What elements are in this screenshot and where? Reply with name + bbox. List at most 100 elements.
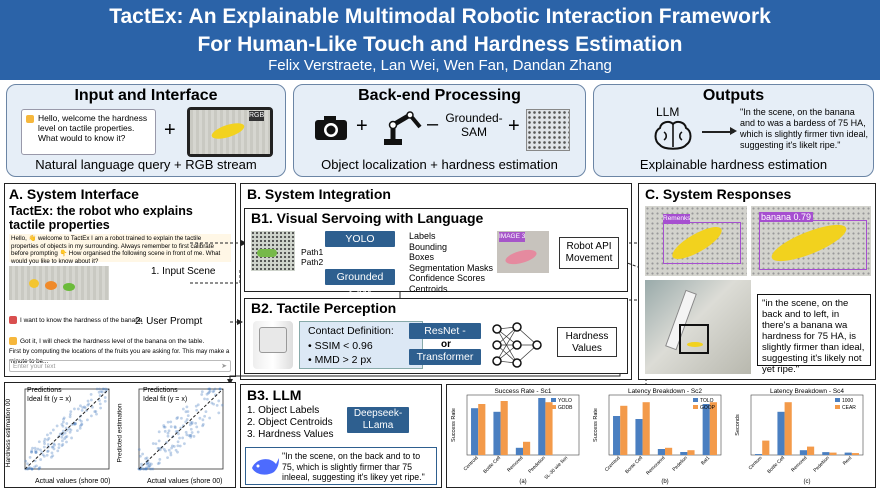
scatter-point xyxy=(173,425,177,429)
scatter-point xyxy=(149,462,153,466)
chat-text: Hello, welcome the hardness level on tac… xyxy=(38,113,148,143)
scatter-point xyxy=(46,450,49,453)
scatter-point xyxy=(30,450,33,454)
chart-xlabel-1: (a) xyxy=(519,479,526,485)
scatter-point xyxy=(180,416,183,420)
scatter-point xyxy=(190,421,194,424)
scatter-point xyxy=(63,431,67,435)
scatter-point xyxy=(166,456,169,460)
scatter-point xyxy=(169,453,173,457)
scatter-point xyxy=(99,390,103,393)
scatter-point xyxy=(80,419,83,423)
scatter-point xyxy=(169,425,173,429)
scatter-point xyxy=(208,416,212,420)
scatter-point xyxy=(201,422,205,426)
scatter-point xyxy=(158,448,162,452)
scatter-point xyxy=(35,464,38,468)
scatter-point xyxy=(37,440,41,444)
scatter1-xlabel: Actual values (shore 00) xyxy=(35,478,111,485)
bar-GDDB-2 xyxy=(523,441,531,455)
scatter-point xyxy=(98,387,101,391)
scatter-point xyxy=(147,465,150,469)
scatter-point xyxy=(60,444,64,448)
category-label: Bottle Cell xyxy=(766,455,786,475)
scatter-point xyxy=(67,427,71,431)
scatter-point xyxy=(220,403,224,407)
scatter-point xyxy=(179,426,183,430)
scatter-point xyxy=(139,454,142,458)
ideal-fit-line xyxy=(24,388,110,470)
scatter-point xyxy=(28,466,32,470)
scatter-point xyxy=(218,387,222,391)
scatter1-ylabel: Hardness estimation 00 xyxy=(5,398,13,468)
bar-TOLO-0 xyxy=(613,416,621,455)
b3-item-1: 1. Object Labels xyxy=(247,405,320,416)
category-label: Pedelion xyxy=(671,455,689,473)
category-label: Centom xyxy=(747,455,763,471)
robot-api-box: Robot API Movement xyxy=(559,237,619,269)
scatter-point xyxy=(162,448,166,451)
category-label: Peedetion xyxy=(527,455,547,475)
scatter-point xyxy=(89,398,93,402)
scatter-point xyxy=(163,429,167,433)
scatter-point xyxy=(53,443,56,447)
scatter-point xyxy=(188,433,192,437)
scatter-point xyxy=(186,410,190,413)
scatter-point xyxy=(185,418,189,421)
outputs-caption: Explainable hardness estimation xyxy=(639,157,828,172)
camera-icon xyxy=(315,116,347,140)
scatter-point xyxy=(39,458,43,461)
scatter-point xyxy=(34,450,38,454)
category-label: Ccemtod xyxy=(604,455,622,473)
detection-label-1: Remenks xyxy=(663,214,691,224)
scatter-point xyxy=(201,424,204,428)
scatter-point xyxy=(176,416,180,419)
scatter-point xyxy=(24,459,28,463)
output-confidence-scores: Confidence Scores xyxy=(409,273,486,283)
ideal-fit-line xyxy=(138,388,224,470)
send-icon[interactable]: ➤ xyxy=(221,363,227,370)
chat-input[interactable]: Enter your text ➤ xyxy=(9,360,231,372)
scatter-point xyxy=(46,438,50,442)
scatter-point xyxy=(156,446,160,450)
scatter-point xyxy=(90,414,93,418)
scatter-point xyxy=(43,442,46,446)
scatter-point xyxy=(210,401,214,405)
outputs-quote: "In the scene, on the banana and to was … xyxy=(740,107,869,150)
scatter-point xyxy=(33,446,37,450)
scatter-point xyxy=(30,467,34,471)
scatter-point xyxy=(26,467,30,471)
scatter-point xyxy=(174,448,178,452)
bar-GDDB-3 xyxy=(545,402,553,455)
scatter-point xyxy=(208,387,211,391)
scatter-point xyxy=(80,423,83,427)
scatter-point xyxy=(64,435,68,439)
scatter-point xyxy=(140,462,143,466)
scatter-point xyxy=(30,467,34,471)
scatter-point xyxy=(26,462,29,466)
scatter-point xyxy=(173,426,177,429)
scatter-point xyxy=(46,433,49,437)
scatter-point xyxy=(46,449,50,453)
scatter-point xyxy=(176,444,180,448)
scatter-point xyxy=(185,433,189,437)
scatter-point xyxy=(206,391,210,395)
chart-ylabel-3: Seconds xyxy=(735,414,741,436)
bar-TOLO-3 xyxy=(680,452,688,455)
user-prompt-label: 2. User Prompt xyxy=(135,316,203,327)
scatter-point xyxy=(141,467,145,471)
scatter-point xyxy=(64,426,68,430)
scatter-point xyxy=(76,407,80,411)
bar-1000-0 xyxy=(755,454,763,455)
section-b-title: B. System Integration xyxy=(247,186,391,202)
title-line-2: For Human-Like Touch and Hardness Estima… xyxy=(197,33,683,56)
scatter-point xyxy=(80,422,84,426)
scatter-point xyxy=(28,455,32,459)
response-quote-box: "in the scene, on the back and to left, … xyxy=(757,294,871,375)
scatter-point xyxy=(167,448,171,452)
scatter-point xyxy=(68,430,72,434)
input-caption: Natural language query + RGB stream xyxy=(35,157,257,172)
neural-net-icon xyxy=(492,322,542,368)
scatter-point xyxy=(198,416,202,420)
rgb-camera-frame: RGB xyxy=(187,107,273,157)
